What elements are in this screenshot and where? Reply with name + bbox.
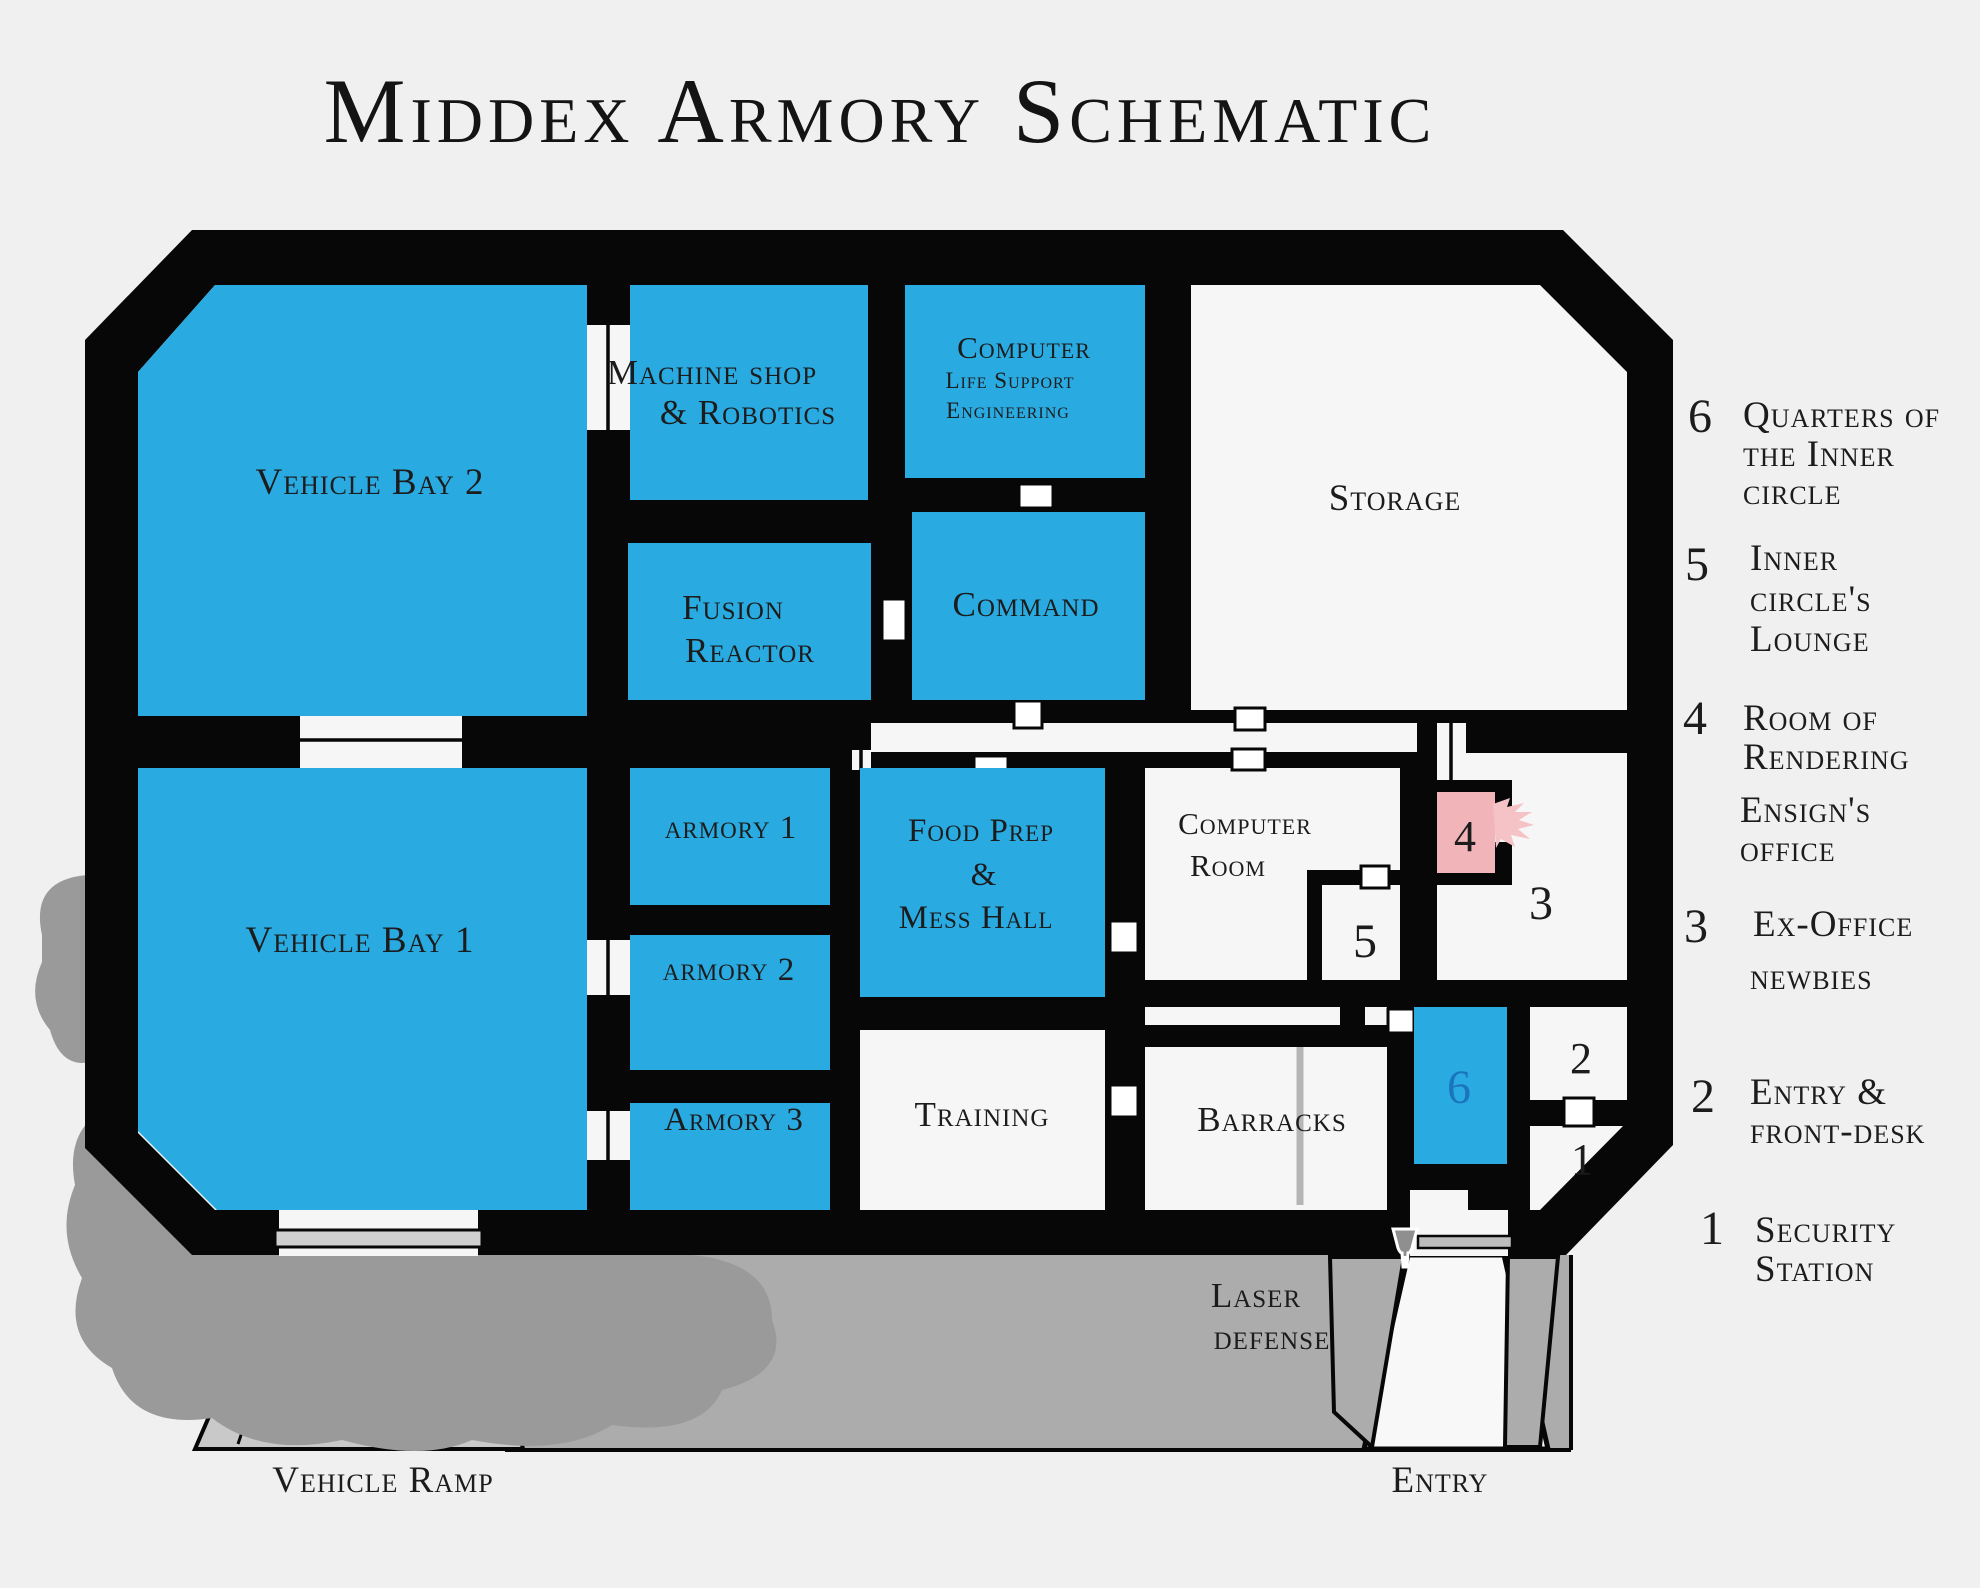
legend-2-line1: Entry & <box>1750 1072 1887 1113</box>
label-armory-1: armory 1 <box>665 810 797 846</box>
legend-4-number: 4 <box>1683 692 1707 745</box>
door-lse-command <box>1017 482 1055 510</box>
label-lse-1: Computer <box>957 330 1091 365</box>
room-fusion-reactor <box>628 543 871 700</box>
page-title: Middex Armory Schematic <box>324 60 1437 162</box>
garage-door <box>273 1210 484 1256</box>
label-lse-3: Engineering <box>946 398 1070 423</box>
label-computer-room-1: Computer <box>1178 806 1312 841</box>
label-food-prep-2: & <box>971 857 998 893</box>
door-room6 <box>1386 1007 1416 1035</box>
label-lse-2: Life Support <box>946 368 1075 393</box>
rooms <box>138 285 1534 1210</box>
label-room6-number: 6 <box>1447 1061 1471 1114</box>
label-fusion-2: Reactor <box>685 631 815 670</box>
legend-4-line1: Room of <box>1743 698 1878 739</box>
room-4-rendering <box>1437 792 1495 873</box>
room-machine-shop <box>630 285 868 500</box>
room-food-prep <box>860 768 1105 997</box>
room-armory-1 <box>630 768 830 905</box>
legend-2-number: 2 <box>1691 1070 1715 1123</box>
door-training-barracks <box>1108 1083 1140 1119</box>
legend-1-line1: Security <box>1755 1210 1896 1251</box>
legend-1-number: 1 <box>1700 1202 1724 1255</box>
room-armory-3 <box>630 1103 830 1210</box>
legend-6-number: 6 <box>1688 390 1712 443</box>
legend-5-line1: Inner <box>1750 538 1838 579</box>
label-vehicle-bay-1: Vehicle Bay 1 <box>246 920 475 961</box>
entry-gate <box>1416 1234 1514 1250</box>
room-4-splash <box>1493 798 1534 848</box>
legend-3-number: 3 <box>1684 900 1708 953</box>
room-vehicle-bay-1 <box>138 768 587 1210</box>
room-armory-2 <box>630 935 830 1070</box>
label-food-prep-3: Mess Hall <box>899 900 1054 936</box>
label-machine-shop-1: Machine shop <box>607 353 817 392</box>
label-room3-number: 3 <box>1529 877 1553 930</box>
legend-3-sub1: newbies <box>1750 957 1873 998</box>
label-command: Command <box>952 585 1099 624</box>
legend-6-line1: Quarters of <box>1743 395 1940 436</box>
label-fusion-1: Fusion <box>682 588 784 627</box>
legend-5-line3: Lounge <box>1750 619 1870 660</box>
label-computer-room-2: Room <box>1190 848 1266 883</box>
room-vehicle-bay-2 <box>138 285 587 716</box>
legend-3-line1: Ex-Office <box>1753 904 1913 945</box>
legend-6-line3: circle <box>1743 472 1841 513</box>
legend-4-line2: Rendering <box>1743 737 1910 778</box>
door-command-corridor <box>1012 699 1044 730</box>
door-room5 <box>1359 864 1391 890</box>
label-room4-number: 4 <box>1454 812 1476 861</box>
label-vehicle-ramp: Vehicle Ramp <box>272 1460 493 1501</box>
legend-5-line2: circle's <box>1750 579 1872 620</box>
room-command <box>912 512 1145 700</box>
label-storage: Storage <box>1329 478 1462 519</box>
label-entry: Entry <box>1392 1460 1489 1501</box>
label-barracks: Barracks <box>1197 1100 1346 1139</box>
label-vehicle-bay-2: Vehicle Bay 2 <box>256 462 485 503</box>
legend-4-sub1: Ensign's <box>1740 790 1871 831</box>
legend-6-line2: the Inner <box>1743 434 1895 475</box>
door-storage-corridor <box>1233 706 1267 732</box>
label-room5-number: 5 <box>1353 915 1377 968</box>
label-laser-2: defense <box>1214 1318 1331 1357</box>
room-computer-lse <box>905 285 1145 478</box>
legend-4-sub2: office <box>1740 829 1836 870</box>
door-room2-room1 <box>1562 1096 1596 1128</box>
laser-turret-icon <box>1391 1227 1419 1269</box>
legend: 6 Quarters of the Inner circle 5 Inner c… <box>1683 390 1940 1290</box>
entry-wing-left <box>1327 1255 1407 1451</box>
entry-walkway <box>1327 1252 1561 1452</box>
legend-1-line2: Station <box>1755 1249 1874 1290</box>
legend-2-line2: front-desk <box>1750 1111 1925 1152</box>
wide-doorways <box>300 325 1466 1160</box>
room-6-quarters <box>1414 1007 1507 1164</box>
label-armory-3: Armory 3 <box>664 1102 804 1138</box>
label-armory-2: armory 2 <box>663 952 795 988</box>
legend-5-number: 5 <box>1685 538 1709 591</box>
door-foodprep-computer-room <box>1108 919 1140 955</box>
label-training: Training <box>915 1095 1050 1134</box>
entry-wing-right <box>1502 1255 1561 1449</box>
label-machine-shop-2: & Robotics <box>660 393 836 432</box>
label-food-prep-1: Food Prep <box>908 813 1054 849</box>
door-fusion-command <box>880 597 908 643</box>
door-corridor-computer-room <box>1230 747 1267 772</box>
label-room2-number: 2 <box>1570 1034 1592 1083</box>
label-room1-number: 1 <box>1571 1135 1593 1184</box>
label-laser-1: Laser <box>1211 1276 1301 1315</box>
interior-walls <box>138 285 1627 1210</box>
